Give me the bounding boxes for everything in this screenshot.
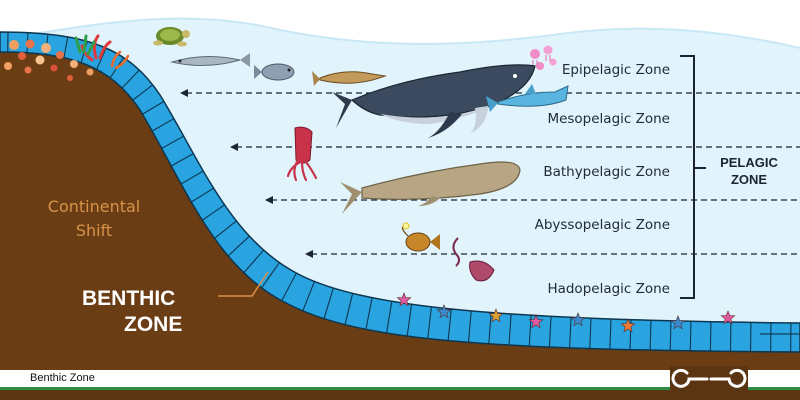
band-tick: [749, 320, 752, 352]
sturgeon-fish-icon: [312, 71, 387, 86]
sperm-whale-icon: [340, 161, 521, 214]
pelagic-label-line1: PELAGIC: [720, 155, 778, 170]
starfish-icon: [488, 308, 504, 323]
band-tick: [689, 319, 692, 352]
sea-turtle-icon: [153, 27, 190, 47]
benthic-band: [0, 31, 800, 353]
pelagic-bracket: [680, 55, 706, 299]
starfish-icon: [570, 312, 586, 327]
band-tick: [669, 318, 672, 352]
continental-label-line2: Shift: [75, 221, 113, 240]
starfish-group: [396, 292, 736, 333]
bream-fish-icon: [254, 63, 295, 81]
starfish-icon: [528, 314, 544, 329]
band-tick: [608, 317, 612, 352]
arrow-left-icon: [230, 143, 238, 151]
footer-bar: Benthic Zone: [0, 370, 800, 400]
depth-lines: [180, 89, 800, 258]
jellyfish-icon: [530, 45, 557, 70]
continental-shift-label: Continental Shift: [24, 195, 164, 243]
ocean-cross-section: [0, 17, 800, 370]
coral-icon: [74, 34, 130, 70]
band-tick: [709, 319, 712, 352]
deep-sea-worm-icon: [452, 237, 495, 282]
benthic-leader-line: [218, 271, 269, 297]
benthic-zone-label: BENTHIC ZONE: [82, 286, 242, 338]
starfish-icon: [620, 318, 636, 333]
zone-label-hadopelagic: Hadopelagic Zone: [547, 281, 670, 297]
water-surface-line: [0, 17, 800, 49]
footer-accent-rule: [0, 387, 800, 390]
zone-label-mesopelagic: Mesopelagic Zone: [547, 111, 670, 127]
band-tick: [649, 318, 652, 352]
footer-caption: Benthic Zone: [30, 372, 95, 384]
pelagic-label-line2: ZONE: [730, 172, 768, 187]
starfish-icon: [436, 304, 452, 319]
geeksforgeeks-logo-icon: [670, 366, 748, 392]
sardine-fish-icon: [170, 53, 250, 67]
squid-icon: [286, 126, 318, 182]
starfish-icon: [720, 310, 736, 325]
pelagic-zone-label: PELAGIC ZONE: [706, 154, 792, 188]
zone-label-epipelagic: Epipelagic Zone: [561, 62, 670, 78]
zone-label-abyssopelagic: Abyssopelagic Zone: [534, 217, 670, 233]
shoreline-shells-icon: [4, 39, 94, 81]
anglerfish-icon: [401, 222, 440, 252]
starfish-icon: [670, 315, 686, 330]
arrow-left-icon: [180, 89, 188, 97]
band-tick: [729, 320, 732, 352]
continent-ground: [0, 52, 800, 370]
benthic-label-line2: ZONE: [124, 313, 183, 336]
zone-label-bathypelagic: Bathypelagic Zone: [543, 164, 670, 180]
benthic-label-line1: BENTHIC: [82, 287, 176, 310]
continental-label-line1: Continental: [47, 197, 141, 216]
arrow-left-icon: [265, 196, 273, 204]
starfish-icon: [396, 292, 412, 307]
hammerhead-shark-icon: [486, 84, 569, 112]
arrow-left-icon: [305, 250, 313, 258]
